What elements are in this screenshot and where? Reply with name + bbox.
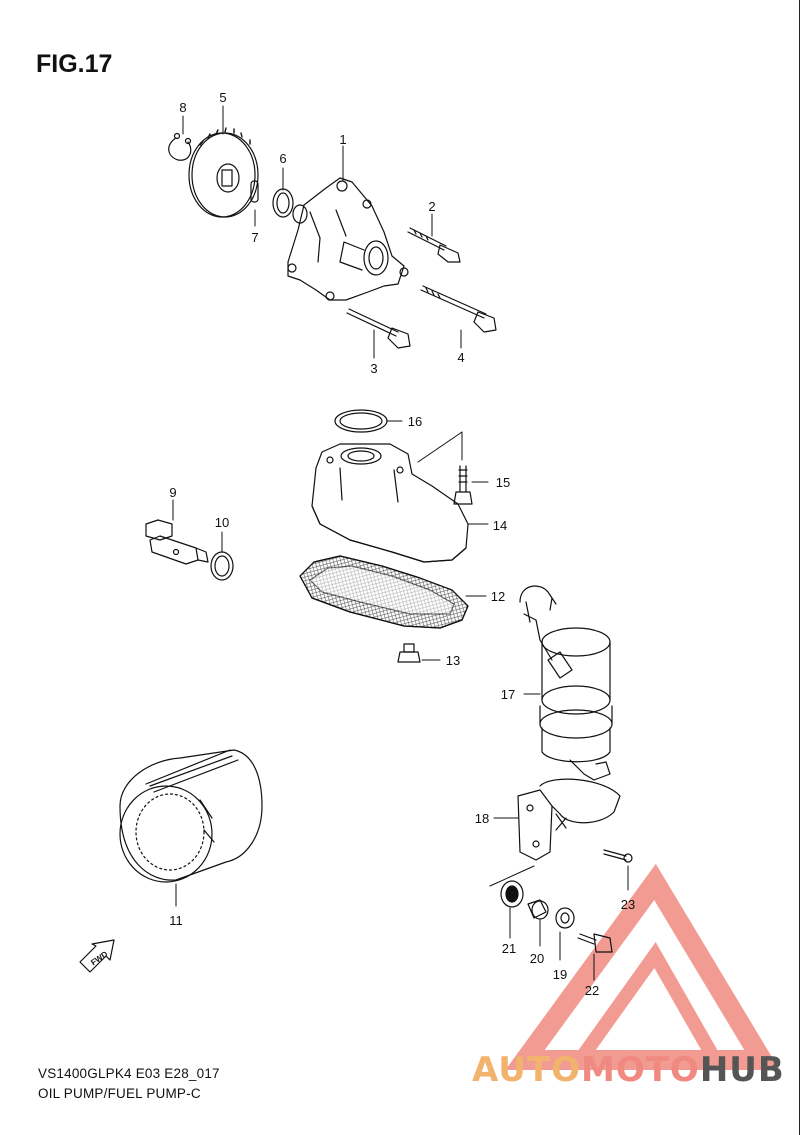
callout-10: 10 bbox=[215, 515, 229, 530]
part-18-bracket bbox=[517, 778, 621, 861]
callout-6: 6 bbox=[279, 151, 286, 166]
part-22-bolt bbox=[577, 933, 613, 953]
part-5-gear bbox=[188, 127, 259, 218]
callout-20: 20 bbox=[530, 951, 544, 966]
part-6-oring bbox=[272, 188, 308, 224]
watermark-hub: HUB bbox=[699, 1050, 785, 1090]
diagram-caption: OIL PUMP/FUEL PUMP-C bbox=[38, 1086, 201, 1101]
watermark-triangle bbox=[505, 863, 780, 1070]
callout-4: 4 bbox=[457, 350, 464, 365]
callout-17: 17 bbox=[501, 687, 515, 702]
watermark-auto: AUTO bbox=[472, 1050, 581, 1090]
callout-15: 15 bbox=[496, 475, 510, 490]
part-2-bolt bbox=[407, 227, 461, 263]
part-10-washer bbox=[210, 551, 234, 581]
part-20-collar bbox=[527, 899, 549, 920]
leader-lines bbox=[172, 105, 629, 981]
callout-13: 13 bbox=[446, 653, 460, 668]
callout-5: 5 bbox=[219, 90, 226, 105]
callout-21: 21 bbox=[502, 941, 516, 956]
part-9-fitting bbox=[145, 519, 209, 565]
part-17-fuel-pump bbox=[519, 585, 613, 781]
fwd-arrow bbox=[79, 939, 115, 973]
callout-7: 7 bbox=[251, 230, 258, 245]
part-15-bolt bbox=[453, 465, 473, 505]
part-7-pin bbox=[250, 180, 259, 203]
callout-3: 3 bbox=[370, 361, 377, 376]
callout-14: 14 bbox=[493, 518, 507, 533]
part-4-bolt bbox=[420, 285, 497, 333]
part-13-bolt bbox=[397, 643, 421, 663]
callout-16: 16 bbox=[408, 414, 422, 429]
part-16-oring bbox=[334, 409, 388, 433]
callout-labels: 1 2 3 4 5 6 7 8 9 10 11 12 13 14 15 16 1… bbox=[89, 90, 635, 998]
callout-18: 18 bbox=[475, 811, 489, 826]
callout-19: 19 bbox=[553, 967, 567, 982]
part-8-circlip bbox=[168, 132, 192, 161]
callout-2: 2 bbox=[428, 199, 435, 214]
part-14-cover bbox=[311, 443, 469, 563]
model-code: VS1400GLPK4 E03 E28_017 bbox=[38, 1066, 220, 1081]
part-12-strainer bbox=[299, 555, 469, 629]
callout-22: 22 bbox=[585, 983, 599, 998]
part-21-grommet bbox=[500, 880, 524, 908]
watermark-moto: MOTO bbox=[580, 1050, 700, 1090]
callout-1: 1 bbox=[339, 132, 346, 147]
callout-23: 23 bbox=[621, 897, 635, 912]
part-19-washer bbox=[555, 907, 575, 929]
watermark-wordmark: AUTOMOTOHUB bbox=[472, 1050, 785, 1090]
callout-9: 9 bbox=[169, 485, 176, 500]
part-11-oil-filter bbox=[119, 749, 263, 883]
callout-8: 8 bbox=[179, 100, 186, 115]
figure-title: FIG.17 bbox=[36, 50, 113, 78]
part-1-oil-pump bbox=[287, 177, 409, 301]
callout-11: 11 bbox=[169, 913, 183, 928]
callout-12: 12 bbox=[491, 589, 505, 604]
part-3-bolt bbox=[346, 308, 411, 349]
part-23-screw bbox=[603, 849, 633, 863]
